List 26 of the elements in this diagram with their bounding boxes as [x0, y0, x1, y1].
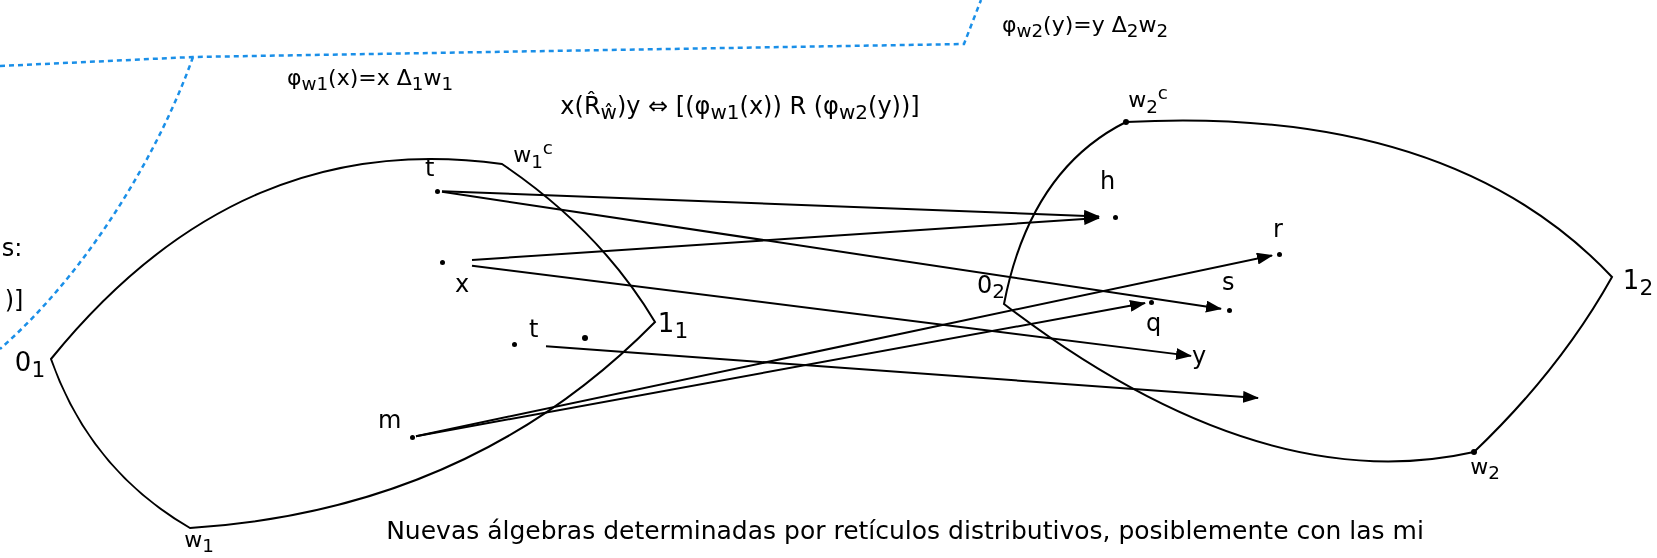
point-label: r	[1273, 216, 1283, 242]
vertex-label: 1$_{1}$	[657, 309, 689, 343]
caption-text: Nuevas álgebras determinadas por retículos distributivos, posiblemente con las mi	[386, 517, 1424, 545]
vertex-label: w$_{2}$	[1470, 454, 1500, 484]
arrow	[415, 299, 1146, 438]
point-label: m	[378, 407, 402, 433]
point-label: s	[1222, 269, 1235, 295]
formula: x(R̂$_{ŵ}$)y ⇔ [(φ$_{w1}$(x)) R (φ$_{w2}$(y))]	[560, 92, 920, 124]
arrow	[441, 190, 1222, 313]
vertex-label: w$_{1}$	[184, 527, 214, 557]
text-fragment: s:	[1, 234, 23, 262]
vertex-label: 0$_{2}$	[977, 271, 1005, 303]
arrow	[471, 213, 1100, 261]
arrow	[545, 345, 1259, 403]
point-label: x	[455, 271, 470, 297]
formula: φ$_{w1}$(x)=x Δ$_{1}$w$_{1}$	[286, 65, 454, 95]
arrow	[471, 264, 1192, 360]
point-label: t	[529, 316, 539, 342]
point-label: y	[1192, 343, 1207, 369]
formula: φ$_{w2}$(y)=y Δ$_{2}$w$_{2}$	[1001, 12, 1169, 42]
vertex-label: 0$_{1}$	[14, 348, 46, 382]
vertex-label: 1$_{2}$	[1622, 266, 1654, 300]
point-label: t	[425, 155, 435, 181]
text-fragment: )]	[4, 286, 24, 314]
point-label: q	[1146, 310, 1162, 336]
point-label: h	[1100, 168, 1116, 194]
